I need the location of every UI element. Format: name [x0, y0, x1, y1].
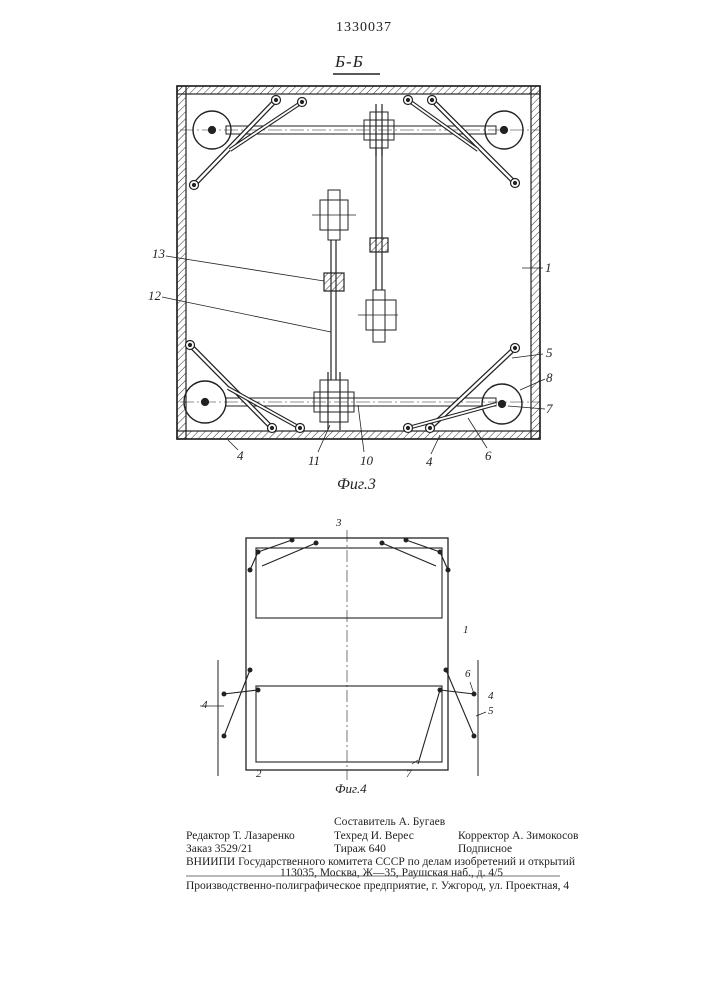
- fig3-label-4b: 4: [426, 454, 433, 470]
- figure4-drawing: [218, 530, 478, 780]
- figure3-caption: Фиг.3: [337, 476, 376, 494]
- fig3-label-11: 11: [308, 453, 320, 469]
- footer-printer: Производственно-полиграфическое предприя…: [186, 879, 569, 893]
- figure4-hinge-points: [222, 538, 477, 739]
- fig3-label-8: 8: [546, 370, 553, 386]
- fig4-label-4a: 4: [202, 699, 208, 711]
- footer-subscription: Подписное: [458, 842, 512, 856]
- fig4-label-4b: 4: [488, 690, 494, 702]
- housing-wall-bottom: [177, 431, 540, 439]
- footer-circulation: Тираж 640: [334, 842, 386, 856]
- figure4-caption: Фиг.4: [335, 781, 367, 797]
- footer-corrector: Корректор А. Зимокосов: [458, 829, 578, 843]
- fig3-label-1: 1: [545, 260, 552, 276]
- fig3-label-10: 10: [360, 453, 373, 469]
- fig3-label-4a: 4: [237, 448, 244, 464]
- fig4-label-3: 3: [336, 517, 342, 529]
- footer-techred: Техред И. Верес: [334, 829, 414, 843]
- housing-wall-right: [531, 86, 540, 439]
- fig3-label-13: 13: [152, 246, 165, 262]
- fig3-label-5: 5: [546, 345, 553, 361]
- housing-wall-left: [177, 86, 186, 439]
- fig4-label-5: 5: [488, 705, 494, 717]
- fig3-label-6: 6: [485, 448, 492, 464]
- fig4-label-7: 7: [406, 768, 412, 780]
- footer-address: 113035, Москва, Ж—35, Раушская наб., д. …: [280, 866, 503, 880]
- fig3-label-7: 7: [546, 401, 553, 417]
- fig4-label-1: 1: [463, 624, 469, 636]
- footer-compiler: Составитель А. Бугаев: [334, 815, 445, 829]
- fig4-label-6: 6: [465, 668, 471, 680]
- housing-wall-top: [177, 86, 540, 94]
- fig4-label-2: 2: [256, 768, 262, 780]
- footer-order: Заказ 3529/21: [186, 842, 253, 856]
- footer-editor: Редактор Т. Лазаренко: [186, 829, 295, 843]
- fig3-label-12: 12: [148, 288, 161, 304]
